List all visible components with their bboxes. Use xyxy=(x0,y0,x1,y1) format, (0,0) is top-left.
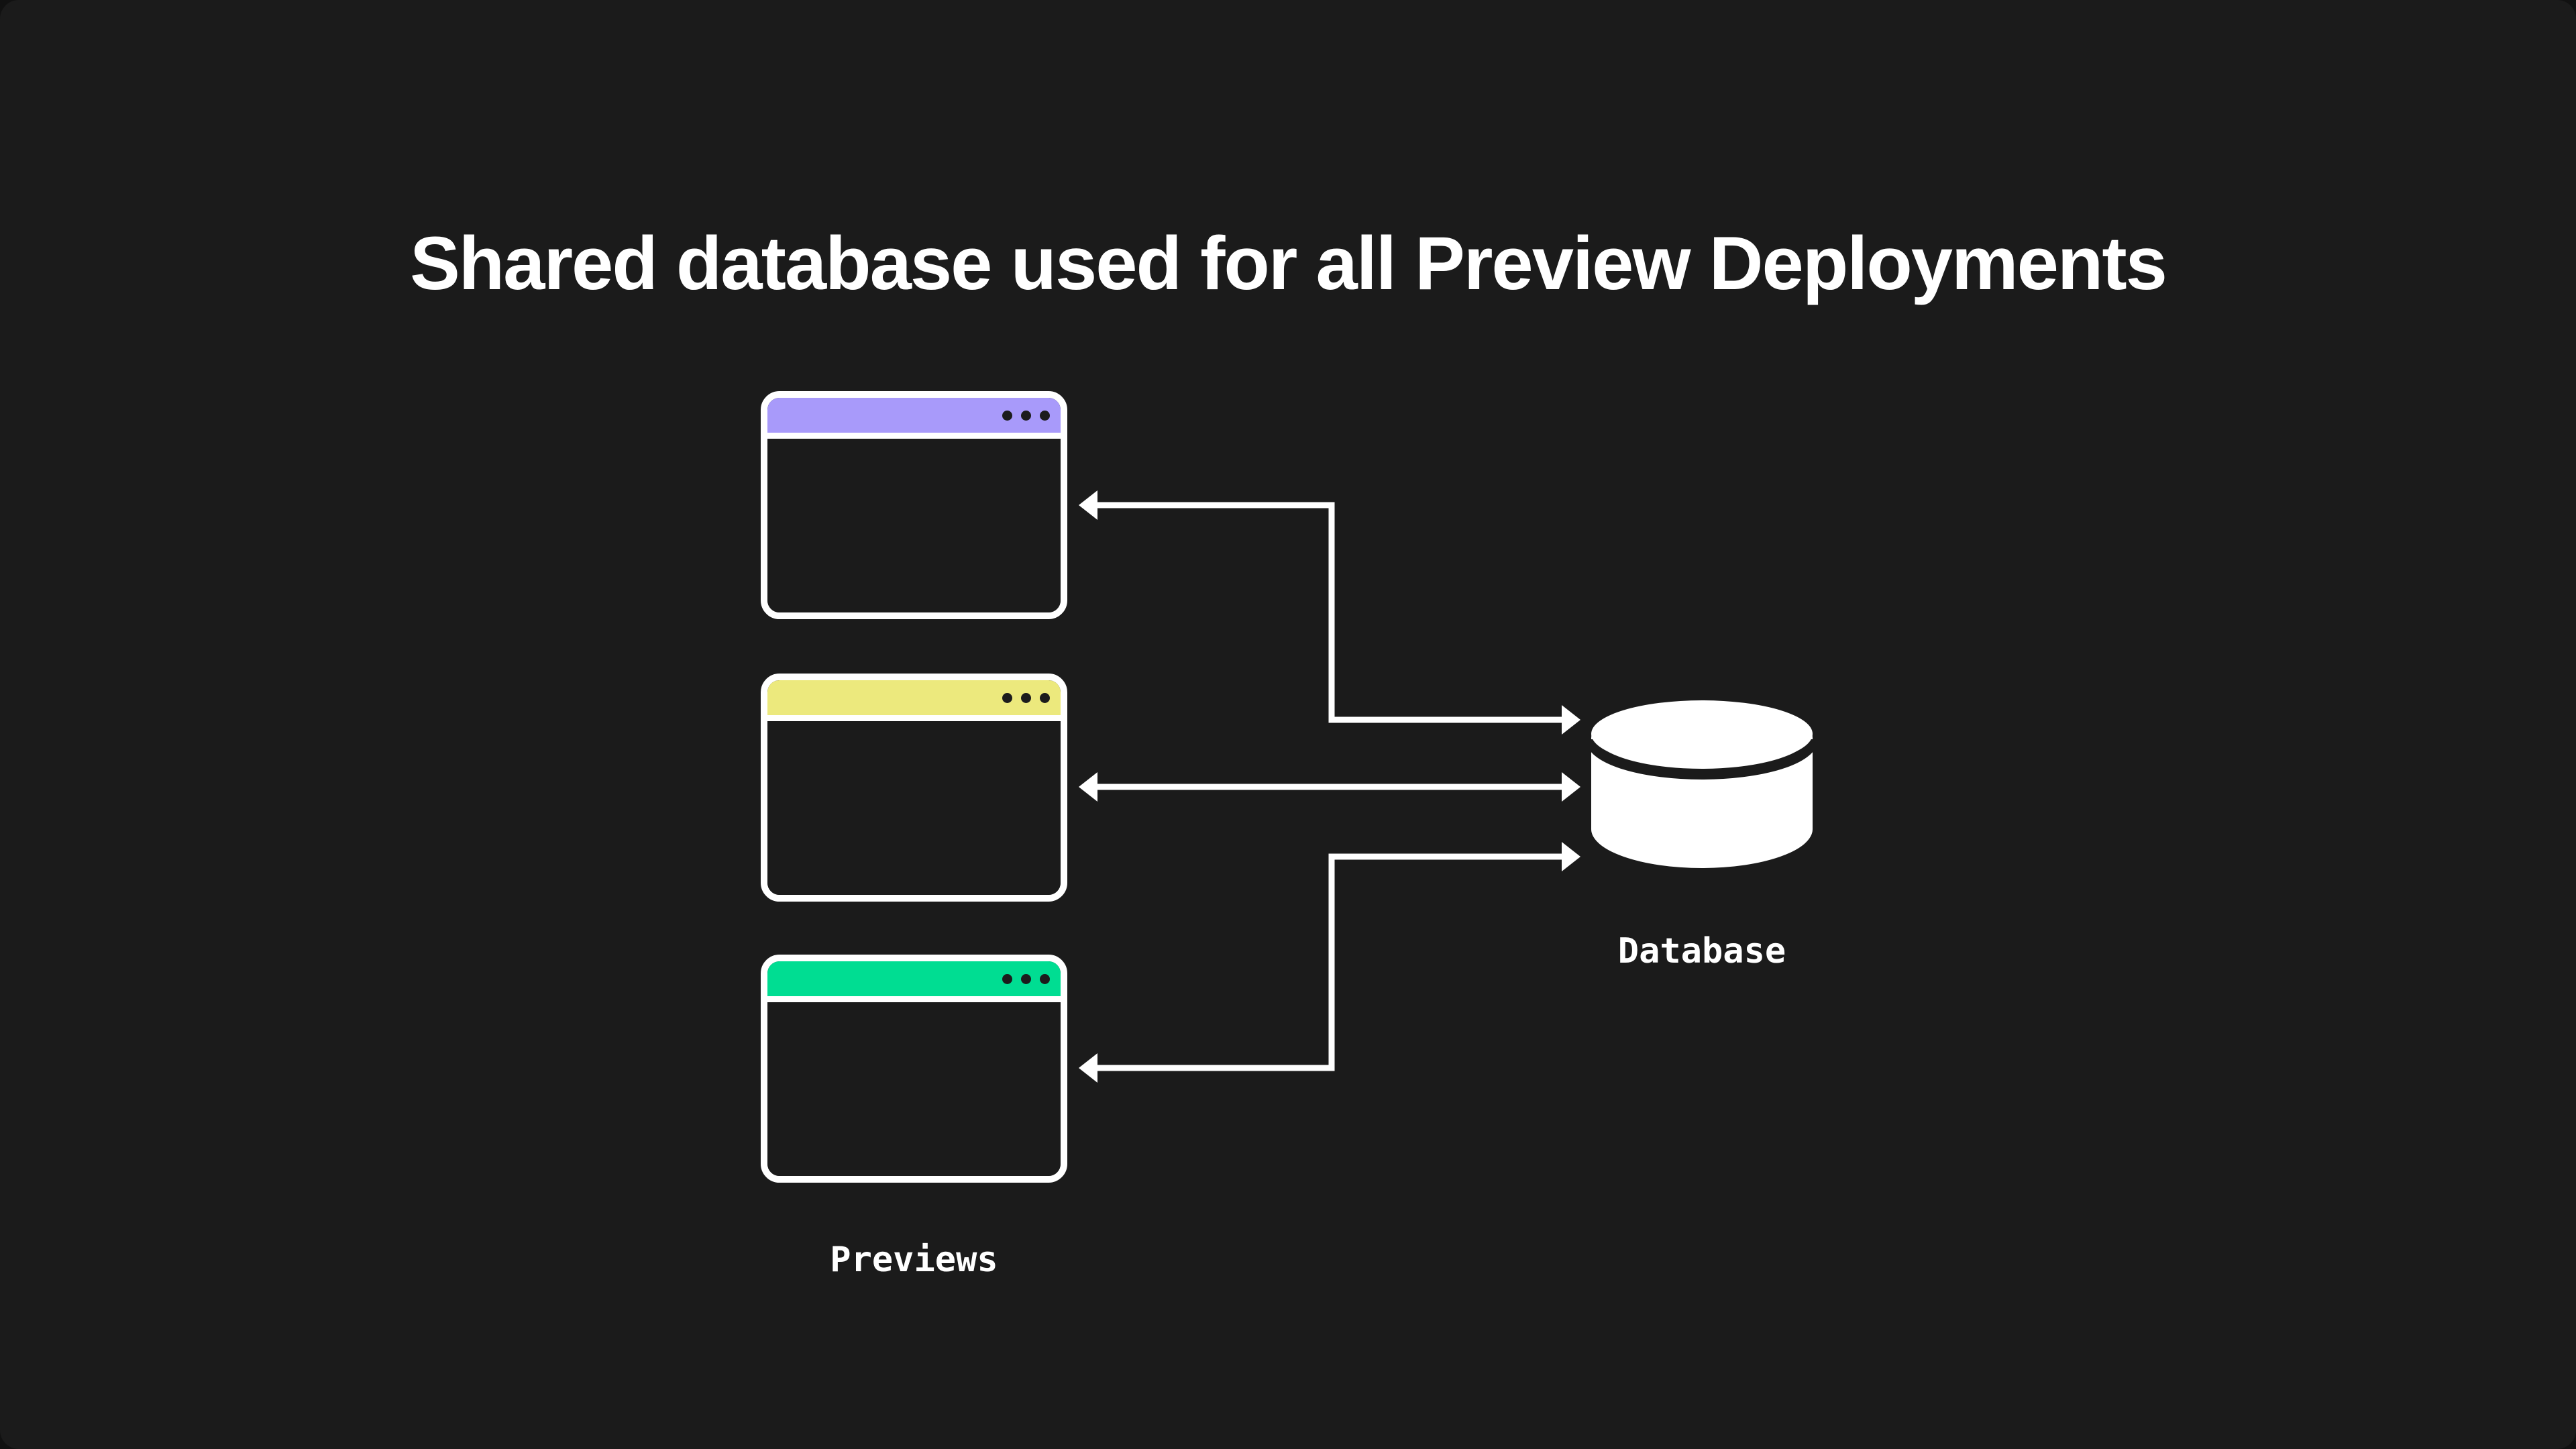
previews-label: Previews xyxy=(830,1240,998,1280)
arrowhead-into-preview2-icon xyxy=(1079,772,1097,802)
preview-window-1-titlebar xyxy=(767,398,1061,439)
preview-window-3-body xyxy=(767,1002,1061,1176)
window-dot-icon xyxy=(1021,410,1031,421)
arrowhead-into-preview3-icon xyxy=(1079,1053,1097,1083)
preview-window-2-body xyxy=(767,721,1061,895)
window-dot-icon xyxy=(1002,692,1012,703)
preview-window-3 xyxy=(761,955,1067,1183)
database-icon xyxy=(1591,700,1813,868)
window-dot-icon xyxy=(1021,973,1031,984)
diagram-title: Shared database used for all Preview Dep… xyxy=(410,221,2167,306)
preview-window-2-titlebar xyxy=(767,680,1061,721)
arrow-line-preview1-database xyxy=(1095,502,1563,723)
window-dot-icon xyxy=(1021,692,1031,703)
arrowhead-into-database-middle-icon xyxy=(1562,772,1580,802)
arrowhead-into-database-top-icon xyxy=(1562,705,1580,735)
database-label: Database xyxy=(1617,931,1786,971)
arrow-line-preview3-database xyxy=(1095,853,1563,1071)
window-dot-icon xyxy=(1040,973,1050,984)
arrowhead-into-preview1-icon xyxy=(1079,490,1097,520)
database-lid xyxy=(1591,700,1813,767)
arrowhead-into-database-bottom-icon xyxy=(1562,842,1580,871)
preview-window-1 xyxy=(761,391,1067,619)
database-lid-gap xyxy=(1591,739,1813,780)
window-dot-icon xyxy=(1040,692,1050,703)
preview-window-1-body xyxy=(767,439,1061,612)
window-dot-icon xyxy=(1040,410,1050,421)
preview-window-3-titlebar xyxy=(767,961,1061,1002)
window-dot-icon xyxy=(1002,410,1012,421)
window-dot-icon xyxy=(1002,973,1012,984)
preview-window-2 xyxy=(761,674,1067,902)
